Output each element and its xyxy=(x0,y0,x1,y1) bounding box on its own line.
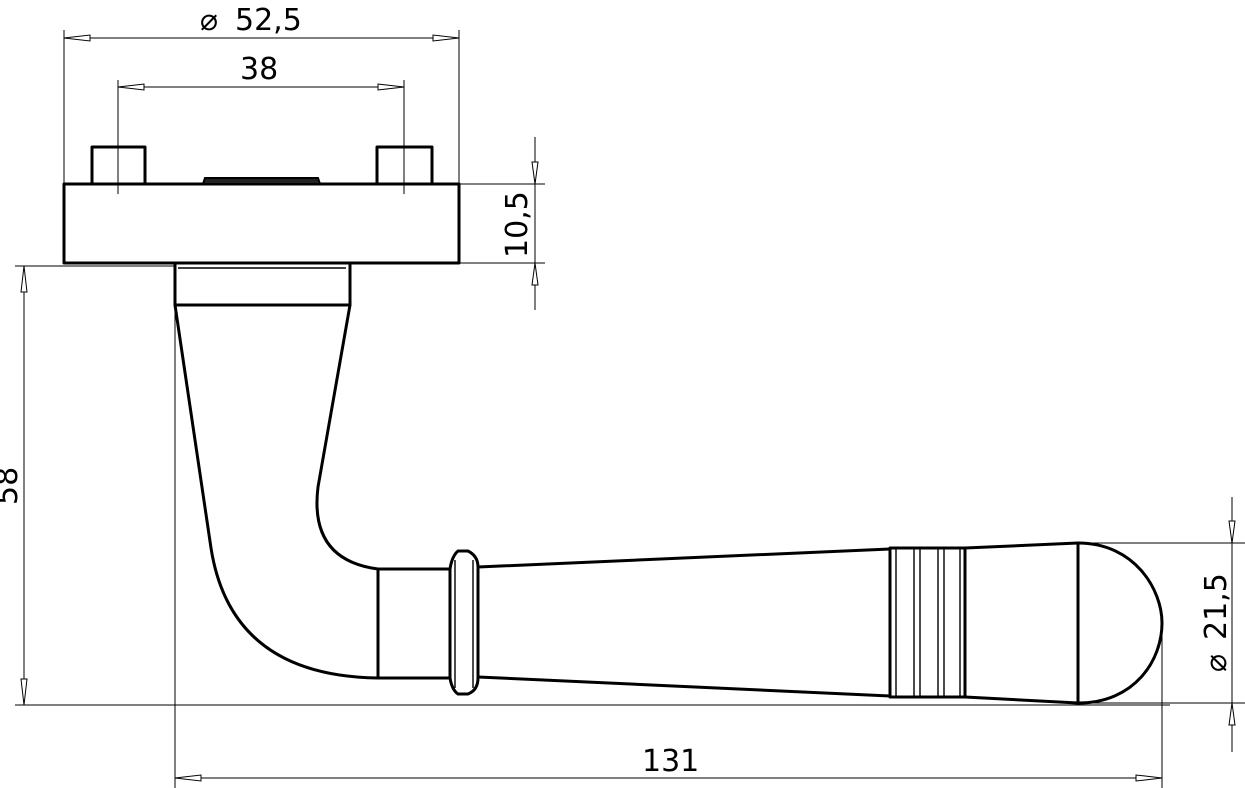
dimension-length: 131 xyxy=(174,305,1163,788)
lever-arm xyxy=(173,303,452,680)
length-label: 131 xyxy=(642,744,699,779)
dimension-height: 58 xyxy=(0,265,1170,706)
lever-grip xyxy=(476,541,1164,705)
bead-ring xyxy=(448,549,480,696)
dimension-rose-thickness: 10,5 xyxy=(459,137,545,310)
diameter-symbol-rose: ⌀ xyxy=(200,3,218,38)
diameter-symbol-grip: ⌀ xyxy=(1199,654,1234,672)
dimension-pin-spacing: 38 xyxy=(117,52,405,194)
lever-neck xyxy=(173,261,352,307)
height-label: 58 xyxy=(0,467,25,505)
dimension-rose-diameter: ⌀ 52,5 xyxy=(63,3,460,184)
pin-spacing-label: 38 xyxy=(240,52,278,87)
grip-diameter-label: 21,5 xyxy=(1199,573,1234,640)
rose-thickness-label: 10,5 xyxy=(500,191,535,258)
dimension-grip-diameter: 21,5 ⌀ xyxy=(1078,497,1245,752)
rose-plate xyxy=(62,145,461,265)
rose-diameter-label: 52,5 xyxy=(235,3,302,38)
